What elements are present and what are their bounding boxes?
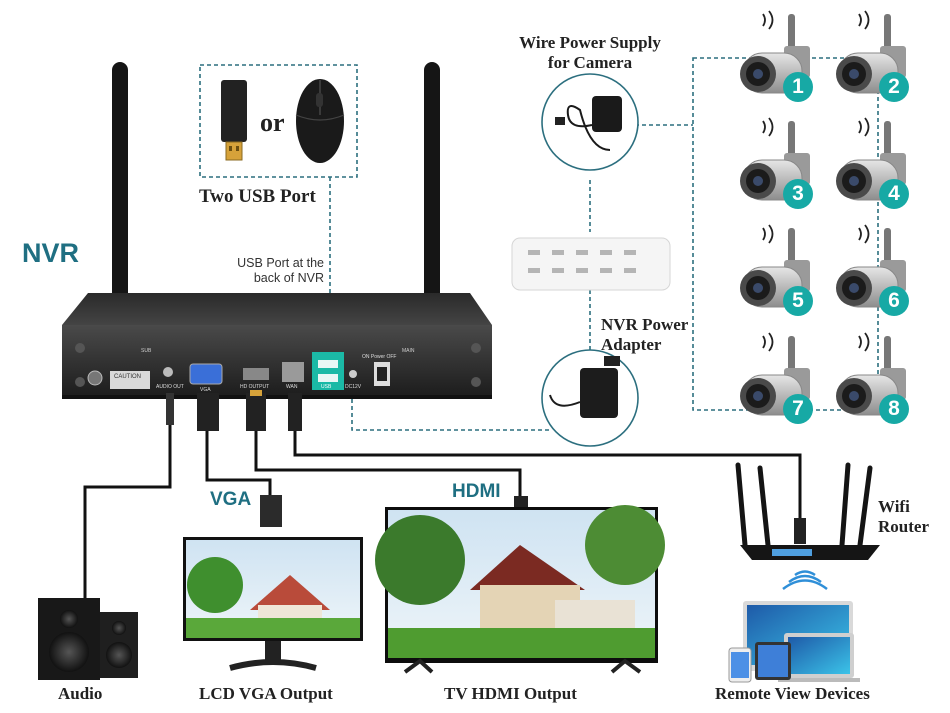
camera-number-badge: 8 xyxy=(879,394,909,424)
wifi-router-label: Wifi Router xyxy=(878,497,929,536)
bullet-camera-icon xyxy=(836,332,906,416)
camera-4: 4 xyxy=(826,115,916,225)
camera-8: 8 xyxy=(826,330,916,440)
panel-sub: SUB xyxy=(141,348,152,354)
panel-caution: CAUTION xyxy=(114,374,141,380)
camera-number-badge: 2 xyxy=(879,72,909,102)
panel-power: ON Power OFF xyxy=(362,354,397,360)
audio-cable xyxy=(83,400,172,600)
panel-vga: VGA xyxy=(200,387,211,393)
usb-back-note: USB Port at the back of NVR xyxy=(237,256,324,285)
camera-1: 1 xyxy=(730,8,820,118)
or-label: or xyxy=(260,108,285,137)
camera-number-badge: 7 xyxy=(783,394,813,424)
lcd-monitor xyxy=(183,537,363,671)
remote-view-label: Remote View Devices xyxy=(715,684,870,703)
usb-drive-icon xyxy=(221,80,247,161)
usb-device-box xyxy=(199,64,358,178)
wire-power-supply xyxy=(541,73,639,171)
bullet-camera-icon xyxy=(740,10,810,94)
two-usb-port-label: Two USB Port xyxy=(199,186,316,207)
camera-number-badge: 3 xyxy=(783,179,813,209)
camera-7: 7 xyxy=(730,330,820,440)
tv-hdmi-output-label: TV HDMI Output xyxy=(444,684,577,703)
bullet-camera-icon xyxy=(836,10,906,94)
camera-number-badge: 5 xyxy=(783,286,813,316)
tv-screen xyxy=(375,505,665,674)
panel-audio-out: AUDIO OUT xyxy=(156,384,184,390)
camera-number-badge: 6 xyxy=(879,286,909,316)
nvr-power-label: NVR Power Adapter xyxy=(601,315,689,354)
bullet-camera-icon xyxy=(740,224,810,308)
camera-6: 6 xyxy=(826,222,916,332)
remote-devices-icons xyxy=(728,601,860,683)
wire-power-label: Wire Power Supply for Camera xyxy=(519,33,661,72)
camera-2: 2 xyxy=(826,8,916,118)
camera-5: 5 xyxy=(730,222,820,332)
camera-number-badge: 1 xyxy=(783,72,813,102)
panel-dc12v: DC12V xyxy=(345,384,362,390)
mouse-icon xyxy=(295,79,345,163)
bullet-camera-icon xyxy=(740,332,810,416)
nvr-label: NVR xyxy=(22,238,80,268)
nvr-device xyxy=(62,293,492,399)
wifi-router xyxy=(735,462,880,591)
panel-main: MAIN xyxy=(402,348,415,354)
power-strip xyxy=(511,237,671,291)
panel-hd-output: HD OUTPUT xyxy=(240,384,270,390)
speaker-icons xyxy=(38,598,138,680)
connector-plugs xyxy=(166,390,806,544)
bullet-camera-icon xyxy=(836,117,906,201)
camera-3: 3 xyxy=(730,115,820,225)
lcd-vga-output-label: LCD VGA Output xyxy=(199,684,333,703)
cables xyxy=(83,400,802,600)
audio-label: Audio xyxy=(58,684,103,703)
panel-usb: USB xyxy=(321,384,332,390)
vga-cable xyxy=(205,430,272,495)
vga-label: VGA xyxy=(210,489,252,510)
camera-number-badge: 4 xyxy=(879,179,909,209)
nvr-power-adapter xyxy=(541,349,639,447)
hdmi-label: HDMI xyxy=(452,481,501,502)
bullet-camera-icon xyxy=(836,224,906,308)
panel-wan: WAN xyxy=(286,384,298,390)
bullet-camera-icon xyxy=(740,117,810,201)
lan-cable xyxy=(293,430,802,525)
hdmi-cable xyxy=(254,430,522,505)
